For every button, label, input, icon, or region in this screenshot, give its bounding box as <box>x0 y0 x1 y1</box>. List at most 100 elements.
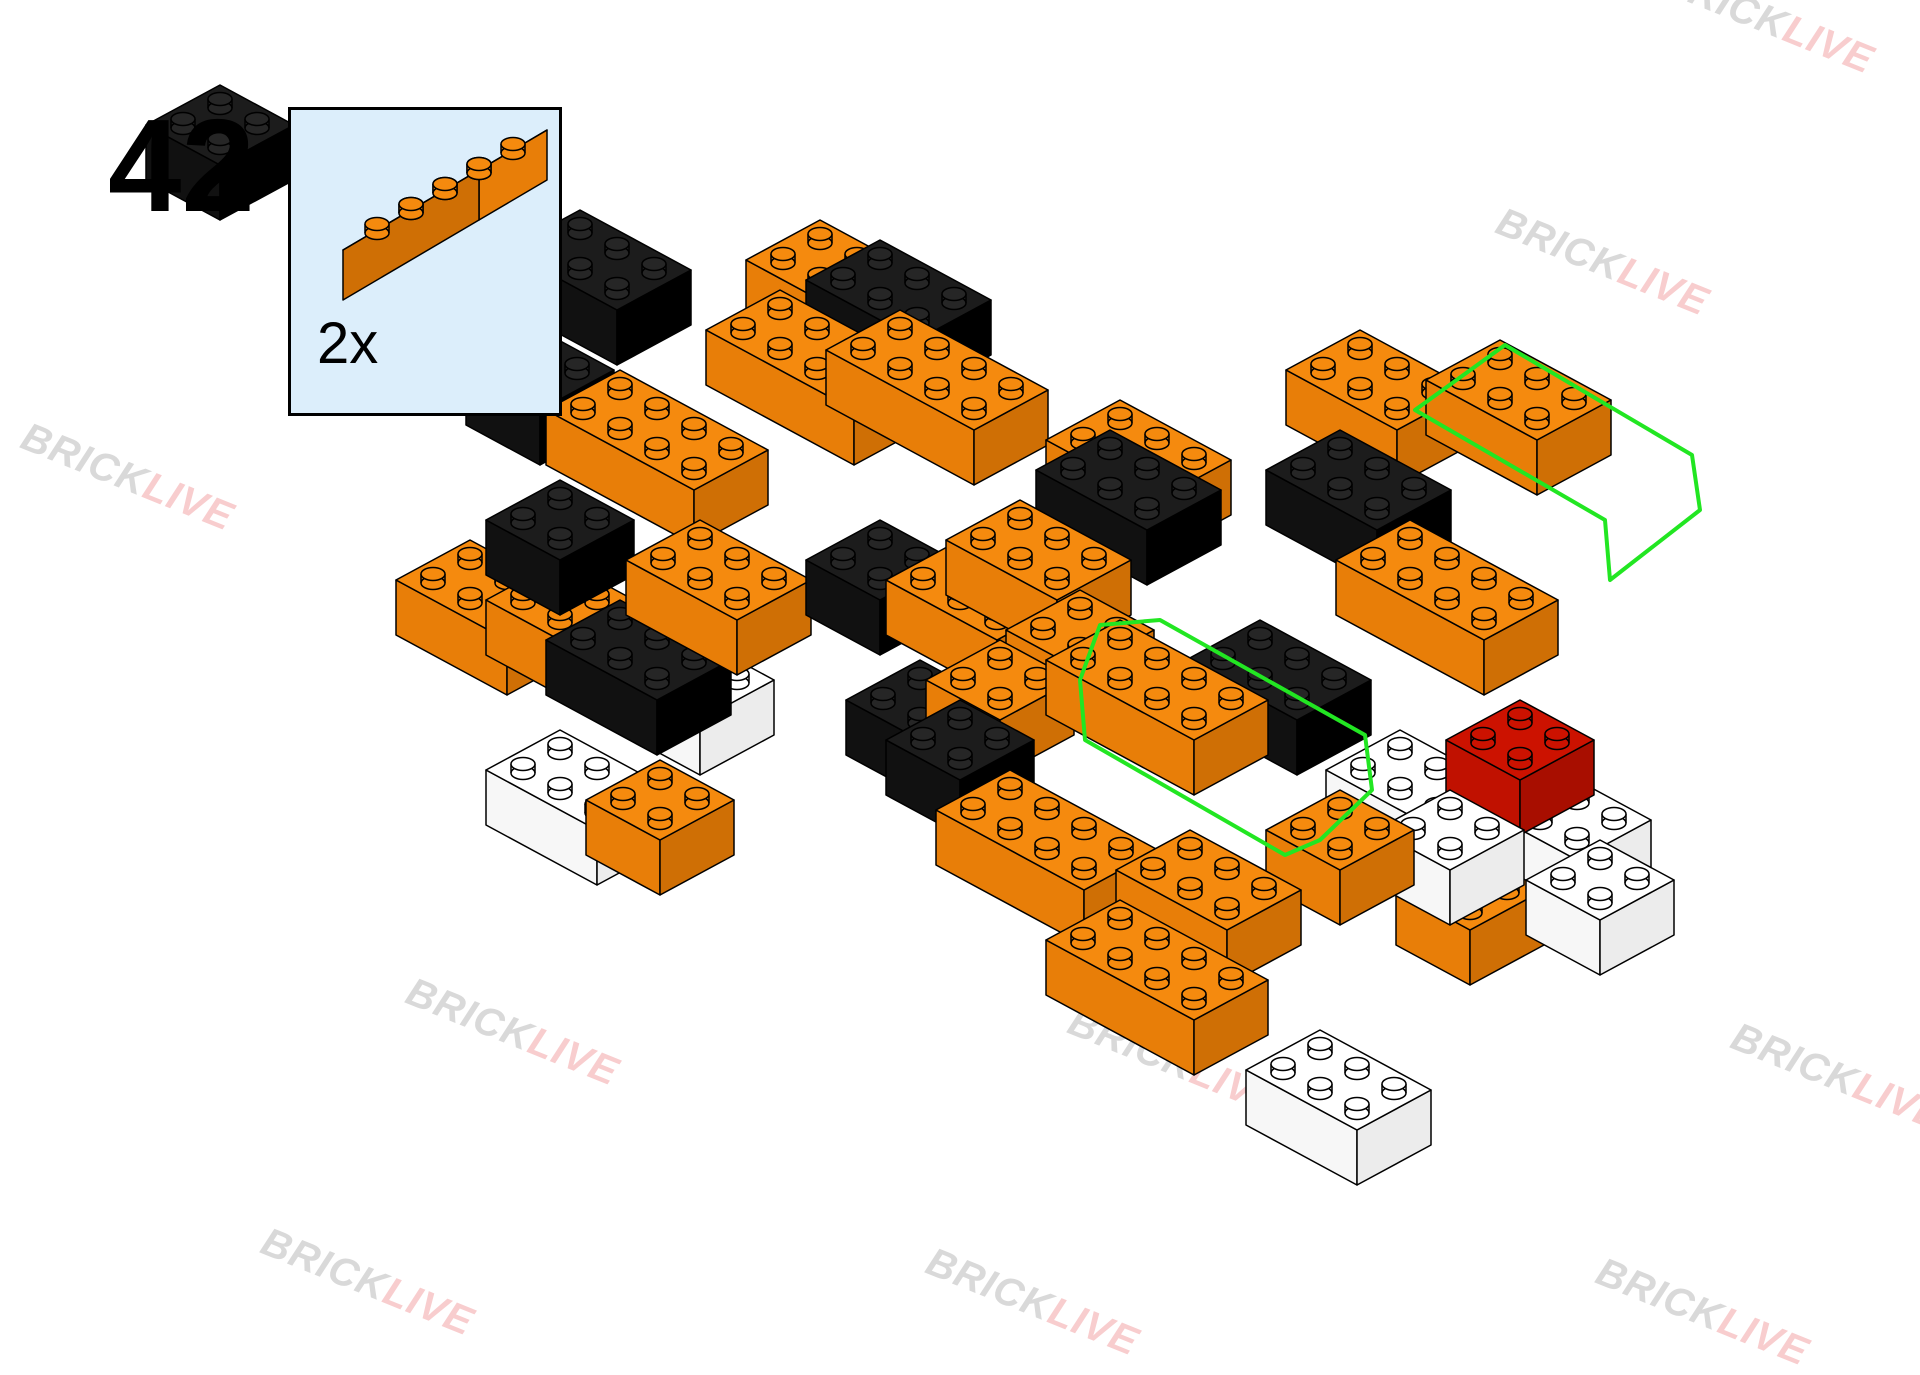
stud <box>1024 666 1050 691</box>
stud <box>1550 866 1576 891</box>
stud <box>650 546 676 571</box>
brick <box>342 129 548 301</box>
stud <box>1470 726 1496 751</box>
stud <box>1327 476 1353 501</box>
stud <box>1487 386 1513 411</box>
brick <box>1525 839 1675 976</box>
stud <box>1097 436 1123 461</box>
stud <box>997 816 1023 841</box>
stud <box>1601 806 1627 831</box>
brick <box>585 759 735 896</box>
stud <box>647 766 673 791</box>
stud <box>1307 1076 1333 1101</box>
stud <box>610 786 636 811</box>
stud <box>681 456 707 481</box>
stud <box>607 376 633 401</box>
stud <box>804 316 830 341</box>
stud <box>1134 456 1160 481</box>
stud <box>604 276 630 301</box>
stud <box>761 566 787 591</box>
stud <box>1561 386 1587 411</box>
stud <box>970 526 996 551</box>
stud <box>244 111 270 136</box>
stud <box>1401 476 1427 501</box>
stud <box>960 796 986 821</box>
stud <box>1144 966 1170 991</box>
stud <box>904 266 930 291</box>
stud <box>466 156 492 181</box>
stud <box>1247 626 1273 651</box>
stud <box>432 176 458 201</box>
stud <box>641 256 667 281</box>
stud <box>684 786 710 811</box>
stud <box>1544 726 1570 751</box>
stud <box>1144 426 1170 451</box>
stud <box>1327 436 1353 461</box>
stud <box>947 746 973 771</box>
stud <box>961 356 987 381</box>
stud <box>1587 886 1613 911</box>
stud <box>207 131 233 156</box>
stud <box>1434 546 1460 571</box>
stud <box>607 416 633 441</box>
stud <box>1007 546 1033 571</box>
stud <box>1284 646 1310 671</box>
stud <box>1307 1036 1333 1061</box>
new-brick-highlight <box>1078 618 1374 857</box>
stud <box>1134 496 1160 521</box>
brick <box>485 479 635 616</box>
stud <box>1387 776 1413 801</box>
brick <box>825 309 1049 486</box>
stud <box>1034 836 1060 861</box>
stud <box>1624 866 1650 891</box>
stud <box>1181 986 1207 1011</box>
stud <box>420 566 446 591</box>
stud <box>570 396 596 421</box>
stud <box>830 546 856 571</box>
stud <box>607 646 633 671</box>
stud <box>867 246 893 271</box>
stud <box>1214 856 1240 881</box>
stud <box>584 506 610 531</box>
stud <box>510 756 536 781</box>
stud <box>910 566 936 591</box>
stud <box>687 526 713 551</box>
brick <box>1335 519 1559 696</box>
stud <box>1321 666 1347 691</box>
stud <box>1384 396 1410 421</box>
stud <box>1384 356 1410 381</box>
stud <box>1364 456 1390 481</box>
stud <box>1524 406 1550 431</box>
stud <box>1424 756 1450 781</box>
stud <box>398 196 424 221</box>
stud <box>547 486 573 511</box>
stud <box>870 686 896 711</box>
stud <box>1177 876 1203 901</box>
stud <box>1144 646 1170 671</box>
stud <box>1347 336 1373 361</box>
stud <box>730 316 756 341</box>
stud <box>1218 686 1244 711</box>
brick <box>1245 1029 1432 1186</box>
stud <box>1060 456 1086 481</box>
stud <box>547 776 573 801</box>
stud <box>1181 946 1207 971</box>
stud <box>1251 876 1277 901</box>
stud <box>1270 1056 1296 1081</box>
stud <box>998 376 1024 401</box>
stud <box>1381 1076 1407 1101</box>
stud <box>1107 406 1133 431</box>
stud <box>1507 746 1533 771</box>
stud <box>1171 476 1197 501</box>
stud <box>1107 666 1133 691</box>
stud <box>987 646 1013 671</box>
stud <box>1107 906 1133 931</box>
stud <box>1310 356 1336 381</box>
stud <box>910 726 936 751</box>
stud <box>1507 706 1533 731</box>
stud <box>1437 796 1463 821</box>
stud <box>1067 596 1093 621</box>
stud <box>170 111 196 136</box>
stud <box>364 216 390 241</box>
